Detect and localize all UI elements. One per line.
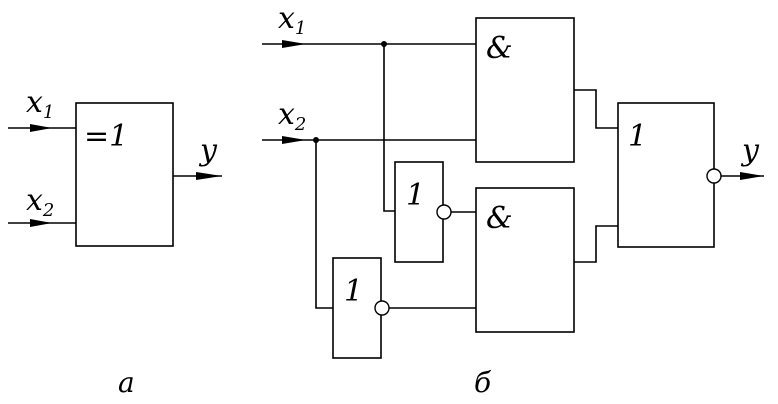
b-and-1-output-wire: [574, 89, 618, 129]
diagram-a: =1 x1 x2 y а: [8, 85, 222, 399]
a-input-x1-label: x1: [26, 85, 54, 123]
b-and-gate-1-label: &: [486, 31, 513, 66]
a-xor-gate-label: =1: [84, 119, 128, 154]
a-xor-gate: [75, 102, 174, 247]
b-not-gate-1-inversion-bubble: [436, 204, 452, 220]
a-caption: а: [118, 366, 135, 399]
a-input-x2-arrow: [30, 219, 52, 227]
b-and-gate-1: [475, 17, 575, 163]
b-and-gate-2: [475, 187, 575, 333]
b-not-gate-1-label: 1: [406, 178, 425, 213]
b-x1-branch-wire: [383, 44, 395, 212]
a-output-arrow: [196, 172, 222, 180]
b-x2-branch-wire: [315, 140, 333, 309]
b-not-gate-2: [332, 257, 382, 359]
b-and-2-output-wire: [574, 225, 618, 263]
b-input-x2-label: x2: [278, 97, 306, 135]
b-input-x1-arrow: [282, 40, 306, 48]
b-nor-gate-label: 1: [628, 119, 647, 154]
b-and-gate-2-label: &: [486, 201, 513, 236]
a-output-y-label: y: [198, 133, 218, 168]
b-input-x2-arrow: [282, 136, 306, 144]
b-not-gate-2-inversion-bubble: [374, 300, 390, 316]
b-caption: б: [474, 366, 492, 399]
a-input-x1-arrow: [30, 124, 52, 132]
diagram-b: & 1 1 & 1 x1 x2 y б: [262, 1, 764, 399]
a-input-x2-label: x2: [26, 183, 54, 221]
b-output-y-label: y: [740, 133, 760, 168]
b-not-gate-2-label: 1: [344, 274, 363, 309]
b-input-x1-label: x1: [278, 1, 306, 39]
b-nor-gate-inversion-bubble: [706, 168, 722, 184]
b-output-arrow: [740, 172, 764, 180]
